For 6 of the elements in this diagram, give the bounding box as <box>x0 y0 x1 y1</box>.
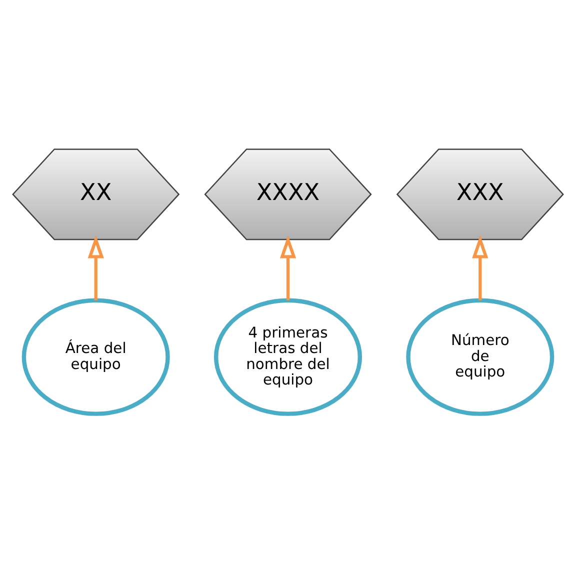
arrow <box>472 235 488 300</box>
node-ellipse: Área del equipo <box>22 298 170 416</box>
arrow <box>88 235 104 300</box>
node-ellipse: Número de equipo <box>406 298 554 416</box>
node-ellipse: 4 primeras letras del nombre del equipo <box>214 298 362 416</box>
arrow <box>280 235 296 300</box>
